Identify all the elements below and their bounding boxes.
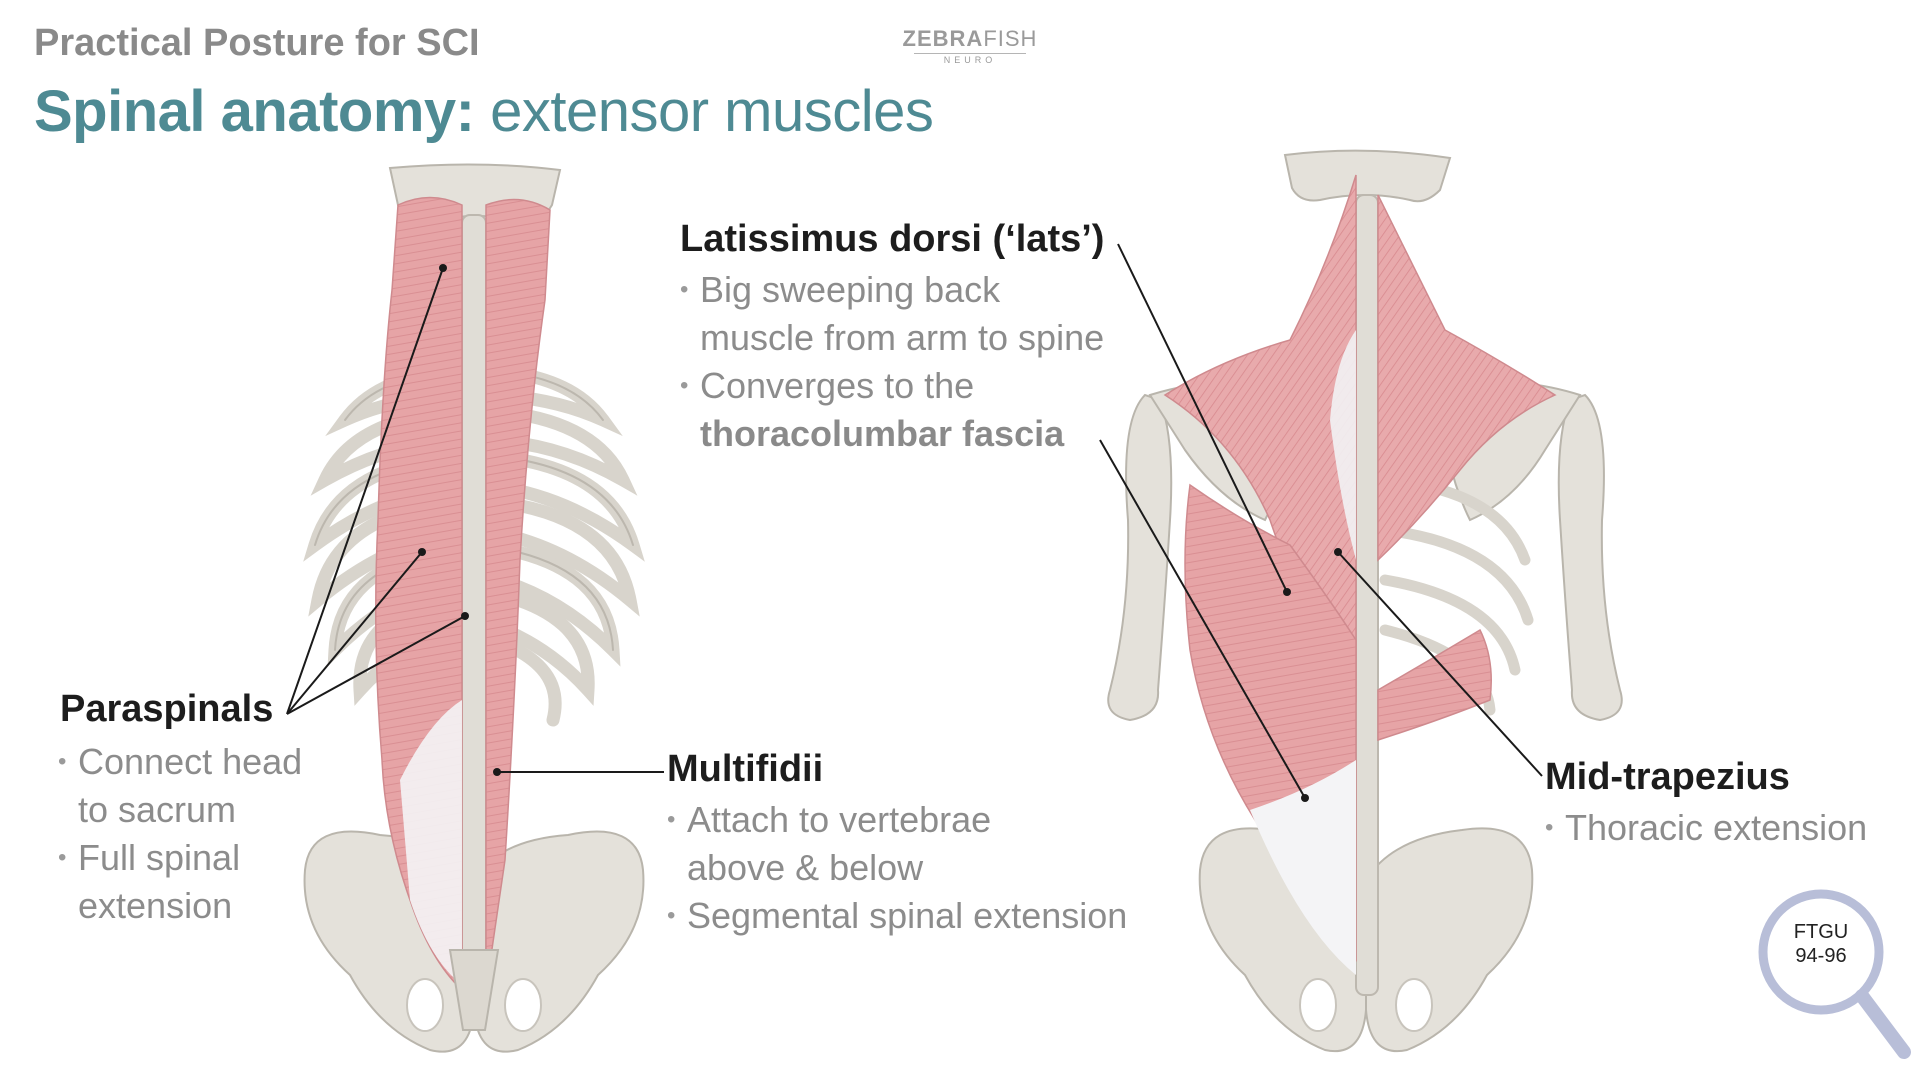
multifidii-bullet-2-line-1: Segmental spinal extension bbox=[667, 892, 1127, 940]
trapezius-label: Mid-trapezius bbox=[1545, 756, 1790, 798]
left-spine bbox=[461, 214, 487, 1006]
multifidii-bullet-1-line-2: above & below bbox=[687, 847, 924, 888]
thoracolumbar-fascia bbox=[1250, 760, 1356, 975]
multifidii-label: Multifidii bbox=[667, 748, 824, 790]
paraspinals-leader-lines bbox=[286, 267, 466, 715]
logo-main-light: FISH bbox=[983, 26, 1038, 51]
latissimus-bullet-1-line-1: Big sweeping back bbox=[680, 266, 1104, 314]
latissimus-leader-lines bbox=[1099, 243, 1306, 799]
multifidii-bullet-1-line-1: Attach to vertebrae bbox=[667, 796, 1127, 844]
left-back-figure bbox=[303, 163, 645, 1053]
right-paraspinal-muscle bbox=[485, 198, 551, 991]
reference-badge: FTGU 94-96 bbox=[1765, 920, 1877, 968]
right-back-figure bbox=[1107, 149, 1623, 1053]
right-figure-right-arm bbox=[1557, 393, 1623, 722]
logo-main: ZEBRA bbox=[902, 26, 984, 51]
latissimus-bullets: Big sweeping back muscle from arm to spi… bbox=[680, 266, 1104, 458]
latissimus-bullet-1-line-2: muscle from arm to spine bbox=[700, 317, 1105, 358]
latissimus-bullet-2-line-1: Converges to the bbox=[680, 362, 1104, 410]
paraspinals-label: Paraspinals bbox=[60, 688, 274, 730]
latissimus-bullet-2-line-2: thoracolumbar fascia bbox=[700, 413, 1065, 454]
latissimus-label: Latissimus dorsi (‘lats’) bbox=[680, 218, 1105, 260]
paraspinals-bullet-1-line-1: Connect head bbox=[58, 738, 302, 786]
paraspinals-bullet-1-line-2: to sacrum bbox=[78, 789, 237, 830]
right-skull-base bbox=[1283, 149, 1452, 203]
trapezius-bullets: Thoracic extension bbox=[1545, 804, 1867, 852]
right-figure-left-arm bbox=[1107, 393, 1173, 722]
left-lumbar-fascia bbox=[400, 700, 462, 985]
magnifier-icon bbox=[1758, 889, 1911, 1059]
paraspinals-bullet-2-line-2: extension bbox=[78, 885, 233, 926]
trapezius-bullet-1-line-1: Thoracic extension bbox=[1545, 804, 1867, 852]
reference-line-1: FTGU bbox=[1793, 921, 1849, 943]
title-bold-part: Spinal anatomy: bbox=[34, 79, 475, 144]
trapezius-leader-line bbox=[1337, 551, 1543, 777]
multifidii-bullets: Attach to vertebrae above & below Segmen… bbox=[667, 796, 1127, 940]
reference-line-2: 94-96 bbox=[1795, 945, 1847, 967]
title-light-part: extensor muscles bbox=[474, 79, 934, 144]
right-spine bbox=[1355, 194, 1379, 996]
slide-title: Spinal anatomy: extensor muscles bbox=[34, 78, 934, 145]
slide-kicker: Practical Posture for SCI bbox=[34, 22, 480, 64]
paraspinals-bullet-2-line-1: Full spinal bbox=[58, 834, 302, 882]
logo-sub: NEURO bbox=[914, 53, 1026, 65]
paraspinals-bullets: Connect head to sacrum Full spinal exten… bbox=[58, 738, 302, 930]
zebrafish-logo: ZEBRAFISH NEURO bbox=[900, 26, 1040, 65]
